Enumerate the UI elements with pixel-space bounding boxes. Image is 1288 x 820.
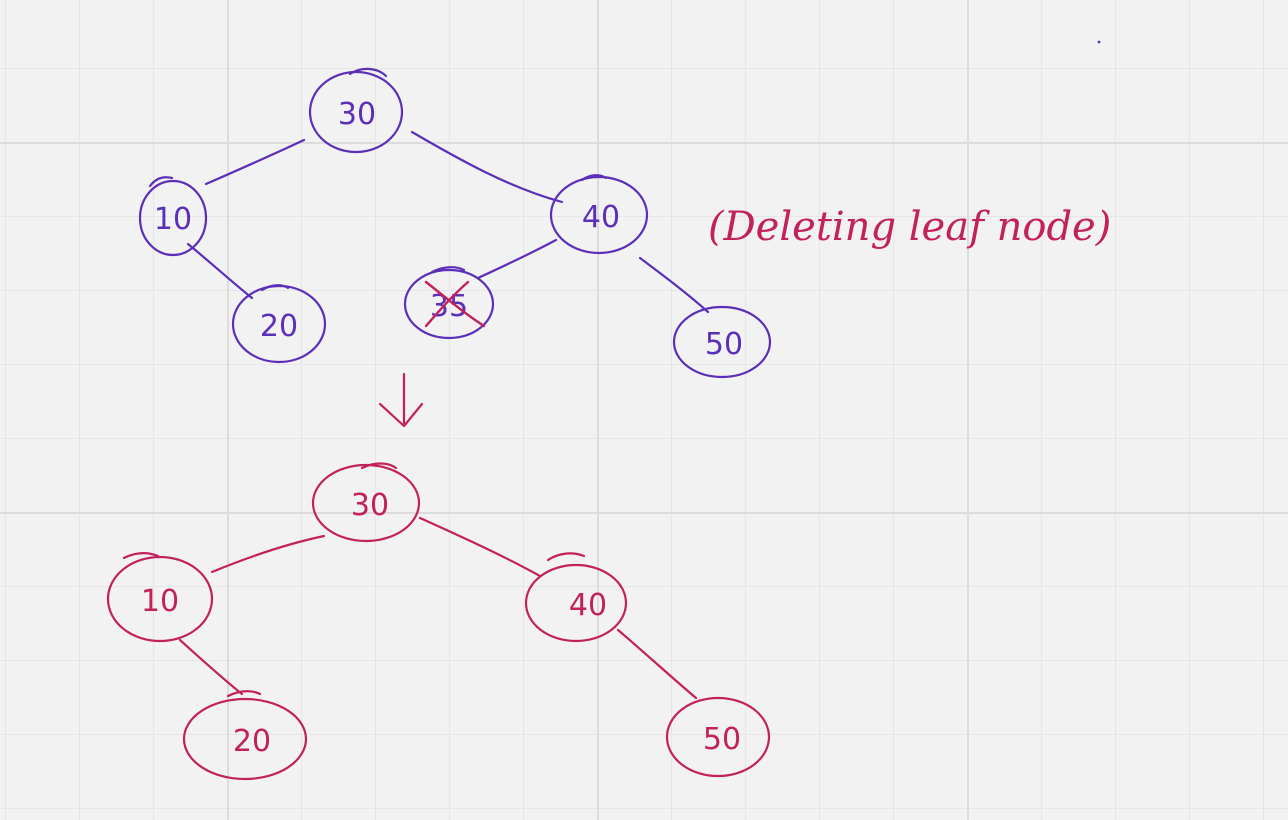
node-50-after: 50	[665, 696, 771, 778]
svg-text:20: 20	[233, 724, 271, 759]
edge-30-40	[410, 130, 564, 204]
node-35-before: 35	[403, 266, 495, 340]
before-tree: 30 10 40 20	[138, 67, 772, 379]
node-40-after: 40	[524, 552, 628, 643]
node-30-before: 30	[308, 67, 404, 154]
svg-text:30: 30	[338, 97, 376, 132]
svg-text:50: 50	[705, 327, 743, 362]
stray-dot	[1097, 40, 1101, 44]
svg-text:35: 35	[430, 289, 468, 324]
svg-text:40: 40	[569, 588, 607, 623]
svg-text:10: 10	[141, 584, 179, 619]
svg-text:50: 50	[703, 722, 741, 757]
node-20-after: 20	[182, 690, 308, 781]
svg-text:10: 10	[154, 202, 192, 237]
node-10-after: 10	[106, 552, 214, 643]
down-arrow-icon	[378, 372, 424, 428]
node-20-before: 20	[231, 284, 327, 364]
node-50-before: 50	[672, 305, 772, 379]
after-tree: 30 10 40 20 50	[106, 462, 771, 781]
edge-40-50-after	[616, 628, 698, 700]
edge-30-40-after	[418, 516, 542, 578]
node-40-before: 40	[549, 174, 649, 255]
svg-text:40: 40	[582, 200, 620, 235]
deleted-cross-mark	[424, 280, 486, 328]
edge-30-10-after	[210, 534, 326, 574]
edge-10-20-after	[178, 638, 244, 696]
deleting-leaf-node-note: (Deleting leaf node)	[708, 204, 1111, 250]
node-30-after: 30	[311, 462, 421, 543]
svg-text:20: 20	[260, 309, 298, 344]
edge-10-20	[186, 242, 254, 300]
edge-30-10	[204, 138, 306, 186]
svg-text:30: 30	[351, 488, 389, 523]
edge-40-50	[638, 256, 710, 314]
edge-40-35	[476, 238, 558, 280]
node-10-before: 10	[138, 176, 208, 257]
